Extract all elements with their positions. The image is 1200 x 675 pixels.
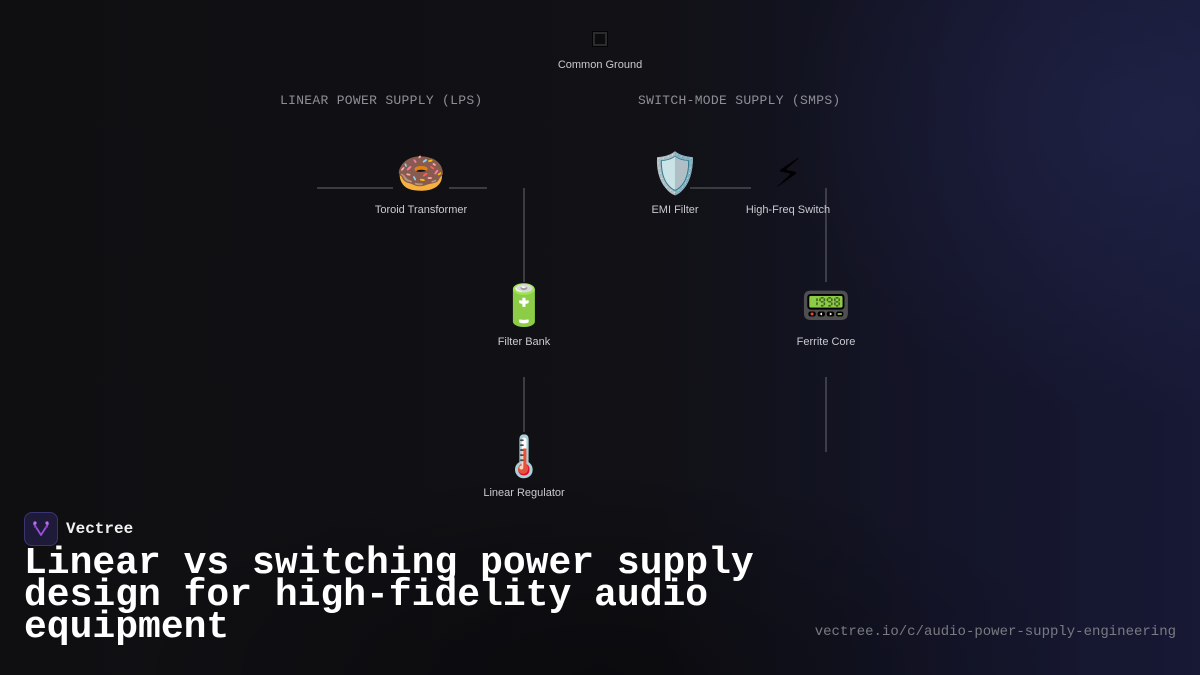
thermometer-icon: 🌡️ [499,434,549,480]
lightning-icon: ⚡ [773,151,803,197]
node-label: EMI Filter [651,204,699,216]
section-title-smps: SWITCH-MODE SUPPLY (SMPS) [638,93,841,108]
node-label: Toroid Transformer [374,204,468,216]
page-title: Linear vs switching power supply design … [24,542,754,649]
section-title-lps: LINEAR POWER SUPPLY (LPS) [280,93,483,108]
node-label: Filter Bank [497,336,551,348]
ground-square-icon [593,32,607,46]
pager-icon: 📟 [801,283,851,329]
page-url: vectree.io/c/audio-power-supply-engineer… [814,624,1176,640]
node-high-freq-switch: ⚡ High-Freq Switch [718,150,858,216]
brand-name: Vectree [66,520,134,538]
shield-icon: 🛡️ [650,151,700,197]
node-emi-filter: 🛡️ EMI Filter [605,150,745,216]
node-label: Linear Regulator [483,487,565,499]
node-linear-regulator: 🌡️ Linear Regulator [454,433,594,499]
node-filter-bank: 🔋 Filter Bank [454,282,594,348]
battery-icon: 🔋 [499,283,549,329]
node-common-ground: Common Ground [530,32,670,71]
brand: Vectree [24,512,133,546]
node-ferrite-core: 📟 Ferrite Core [756,282,896,348]
vectree-logo-icon [24,512,58,546]
donut-icon: 🍩 [396,151,446,197]
node-label: Ferrite Core [796,336,856,348]
node-label: High-Freq Switch [745,204,831,216]
node-toroid-transformer: 🍩 Toroid Transformer [351,150,491,216]
node-label: Common Ground [557,59,643,71]
